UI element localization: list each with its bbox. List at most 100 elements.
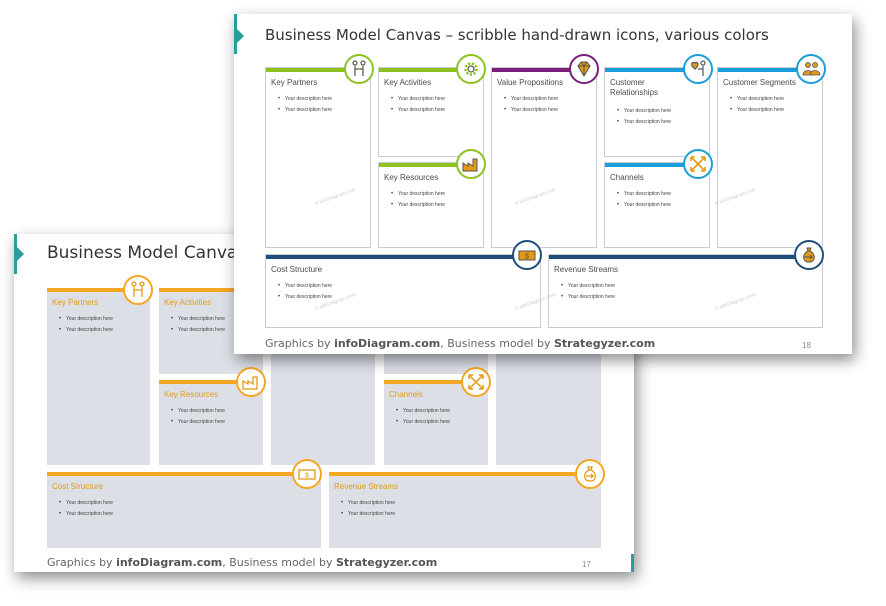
money-bag-icon xyxy=(794,240,824,270)
title-accent-bar xyxy=(234,14,237,54)
box-top-bar xyxy=(379,163,483,167)
list-item: Your description here xyxy=(171,314,225,325)
box-label: Key Activities xyxy=(164,298,212,307)
box-label: Key Resources xyxy=(384,173,439,182)
handshake-icon xyxy=(344,54,374,84)
box-label: Cost Structure xyxy=(52,482,104,491)
list-item: Your description here xyxy=(391,200,445,211)
footer-prefix: Graphics by xyxy=(265,337,335,350)
box-key-partners: Key Partners Your description here Your … xyxy=(265,67,371,248)
page-number: 18 xyxy=(802,341,811,350)
box-top-bar xyxy=(47,288,150,292)
box-label: Key Resources xyxy=(164,390,219,399)
list-item: Your description here xyxy=(278,292,332,303)
title-accent-arrow xyxy=(237,29,244,43)
list-item: Your description here xyxy=(391,189,445,200)
box-top-bar xyxy=(379,68,483,72)
box-label: Revenue Streams xyxy=(334,482,399,491)
slide-title: Business Model Canvas – scribble hand-dr… xyxy=(265,26,769,44)
handshake-icon xyxy=(123,275,153,305)
box-cost-structure: Cost Structure Your description here You… xyxy=(47,472,321,548)
footer-brand-infodiagram: infoDiagram.com xyxy=(116,556,223,569)
box-top-bar xyxy=(266,68,370,72)
list-item: Your description here xyxy=(341,498,395,509)
list-item: Your description here xyxy=(278,94,332,105)
list-item: Your description here xyxy=(561,281,615,292)
box-label: Key Partners xyxy=(271,78,318,87)
list-item: Your description here xyxy=(617,117,671,128)
list-item: Your description here xyxy=(504,94,558,105)
list-item: Your description here xyxy=(59,509,113,520)
footer-brand-infodiagram: infoDiagram.com xyxy=(334,337,441,350)
list-item: Your description here xyxy=(59,314,113,325)
list-item: Your description here xyxy=(171,417,225,428)
box-label: Customer Segments xyxy=(723,78,796,87)
box-top-bar xyxy=(329,472,601,476)
list-item: Your description here xyxy=(730,105,784,116)
box-top-bar xyxy=(549,255,822,259)
list-item: Your description here xyxy=(59,325,113,336)
money-icon: $ xyxy=(512,240,542,270)
list-item: Your description here xyxy=(617,200,671,211)
factory-icon xyxy=(236,367,266,397)
footer-prefix: Graphics by xyxy=(47,556,117,569)
box-revenue-streams: Revenue Streams Your description here Yo… xyxy=(548,254,823,328)
list-item: Your description here xyxy=(504,105,558,116)
money-bag-icon xyxy=(575,459,605,489)
slide-footer: Graphics by infoDiagram.com, Business mo… xyxy=(265,337,655,350)
box-top-bar xyxy=(159,380,263,384)
box-top-bar xyxy=(47,472,321,476)
list-item: Your description here xyxy=(391,105,445,116)
box-customer-segments: Customer Segments Your description here … xyxy=(717,67,823,248)
box-top-bar xyxy=(605,163,709,167)
bottom-accent-bar xyxy=(631,554,634,572)
box-top-bar xyxy=(718,68,822,72)
list-item: Your description here xyxy=(171,406,225,417)
box-top-bar xyxy=(492,68,596,72)
arrows-out-icon xyxy=(683,149,713,179)
list-item: Your description here xyxy=(278,281,332,292)
list-item: Your description here xyxy=(341,509,395,520)
box-revenue-streams: Revenue Streams Your description here Yo… xyxy=(329,472,601,548)
box-top-bar xyxy=(384,380,488,384)
box-label: Key Activities xyxy=(384,78,432,87)
title-accent-bar xyxy=(14,234,17,274)
arrows-out-icon xyxy=(461,367,491,397)
people-icon xyxy=(796,54,826,84)
factory-icon xyxy=(456,149,486,179)
box-label: Cost Structure xyxy=(271,265,323,274)
slide-18: Business Model Canvas – scribble hand-dr… xyxy=(234,14,852,354)
diamond-icon xyxy=(569,54,599,84)
footer-middle: , Business model by xyxy=(440,337,554,350)
box-top-bar xyxy=(266,255,540,259)
box-label: Revenue Streams xyxy=(554,265,619,274)
footer-brand-strategyzer: Strategyzer.com xyxy=(553,337,656,350)
box-label: Value Propositions xyxy=(497,78,564,87)
slide-title: Business Model Canvas xyxy=(47,243,247,263)
slide-footer: Graphics by infoDiagram.com, Business mo… xyxy=(47,556,437,569)
box-label: Customer Relationships xyxy=(610,78,659,97)
box-top-bar xyxy=(605,68,709,72)
box-cost-structure: Cost Structure Your description here You… xyxy=(265,254,541,328)
svg-text:$: $ xyxy=(305,473,309,480)
title-accent-arrow xyxy=(17,247,24,261)
gear-icon xyxy=(456,54,486,84)
page-number: 17 xyxy=(582,560,591,569)
list-item: Your description here xyxy=(730,94,784,105)
list-item: Your description here xyxy=(561,292,615,303)
box-label: Channels xyxy=(610,173,644,182)
list-item: Your description here xyxy=(396,417,450,428)
list-item: Your description here xyxy=(617,189,671,200)
list-item: Your description here xyxy=(396,406,450,417)
box-value-propositions: Value Propositions Your description here… xyxy=(491,67,597,248)
box-label: Key Partners xyxy=(52,298,99,307)
svg-text:$: $ xyxy=(525,254,529,261)
list-item: Your description here xyxy=(278,105,332,116)
money-icon: $ xyxy=(292,459,322,489)
box-key-resources: Key Resources Your description here Your… xyxy=(378,162,484,248)
footer-middle: , Business model by xyxy=(222,556,336,569)
list-item: Your description here xyxy=(59,498,113,509)
list-item: Your description here xyxy=(171,325,225,336)
box-top-bar xyxy=(159,288,263,292)
box-label: Channels xyxy=(389,390,423,399)
